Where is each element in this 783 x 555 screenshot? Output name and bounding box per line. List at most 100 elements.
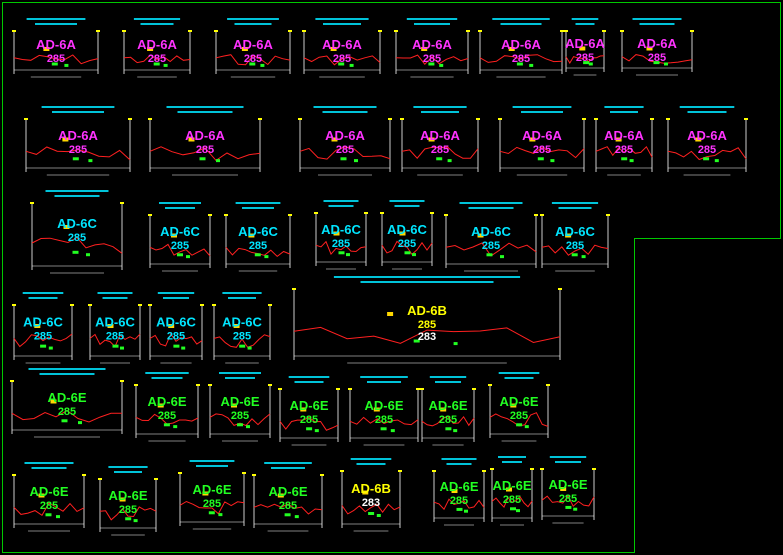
road-element [439, 63, 444, 67]
ground-profile-line [499, 146, 585, 159]
section-caption-line [228, 297, 256, 299]
section-caption-line [242, 207, 274, 209]
section-caption-line [35, 23, 77, 25]
section-value-label: 285 [576, 52, 594, 64]
road-element [390, 429, 395, 433]
road-element [153, 62, 160, 66]
section-caption-line [108, 466, 148, 468]
post-tag [242, 472, 246, 474]
road-element [510, 507, 516, 511]
post-tag [490, 468, 494, 470]
section-caption-line [429, 376, 467, 378]
road-element [380, 427, 387, 431]
elevation-marker [63, 225, 70, 229]
road-element [133, 519, 138, 523]
road-element [284, 513, 291, 517]
post-tag [558, 288, 562, 290]
section-caption-line [151, 377, 183, 379]
post-tag [394, 30, 398, 32]
section-value-label: 285 [171, 240, 189, 252]
section-code-label: AD-6B [351, 481, 391, 496]
ground-profile-line [149, 146, 261, 162]
section-caption-line [234, 23, 272, 25]
elevation-marker [277, 493, 284, 498]
post-tag [336, 388, 340, 390]
ground-profile-line [341, 503, 401, 515]
ground-profile-line [541, 244, 609, 256]
section-caption-line [114, 471, 142, 473]
section-value-label: 285 [249, 240, 267, 252]
post-tag [96, 30, 100, 32]
elevation-marker [477, 233, 484, 238]
elevation-marker [231, 403, 237, 408]
road-element [247, 346, 252, 350]
elevation-marker [615, 137, 622, 142]
section-caption-line [498, 456, 526, 458]
section-code-label: AD-6C [387, 222, 427, 237]
elevation-marker [510, 403, 517, 408]
sections-layer: AD-6A285AD-6A285AD-6A285AD-6A285AD-6A285… [10, 18, 748, 536]
road-element [588, 62, 593, 66]
road-element [246, 425, 250, 429]
elevation-marker [529, 137, 536, 142]
ground-profile-line [253, 503, 323, 515]
section-code-label: AD-6A [501, 37, 541, 52]
road-element [581, 255, 586, 259]
section-value-label: 285 [68, 232, 86, 244]
section-code-label: AD-6C [555, 224, 595, 239]
post-tag [70, 304, 74, 306]
section-caption-line [446, 463, 472, 465]
road-element [40, 344, 47, 348]
road-element [349, 63, 354, 67]
post-tag [534, 214, 538, 216]
post-tag [298, 118, 302, 120]
elevation-marker [300, 407, 307, 412]
road-element [376, 514, 381, 517]
ground-profile-line [213, 334, 271, 348]
road-element [447, 159, 452, 163]
road-element [573, 507, 578, 511]
section-value-label: 285 [69, 144, 87, 156]
post-tag [594, 118, 598, 120]
post-tag [138, 304, 142, 306]
post-tag [154, 478, 158, 480]
post-tag [466, 30, 470, 32]
section-caption-line [435, 381, 461, 383]
section-caption-line [133, 18, 181, 20]
section-caption-line [39, 373, 95, 375]
post-tag [378, 30, 382, 32]
post-tag [398, 470, 402, 472]
section-caption-line [189, 460, 235, 462]
section-code-label: AD-6E [220, 394, 259, 409]
section-caption-line [468, 207, 514, 209]
post-tag [12, 304, 16, 306]
ground-profile-line [99, 506, 157, 521]
post-tag [620, 30, 624, 32]
elevation-marker [428, 137, 435, 142]
road-element [199, 157, 206, 161]
road-element [445, 427, 452, 431]
elevation-marker [62, 137, 69, 142]
ground-profile-line [215, 54, 291, 66]
road-element [464, 509, 468, 513]
road-element [294, 515, 299, 519]
post-tag [602, 30, 606, 32]
post-tag [24, 118, 28, 120]
road-element [550, 159, 555, 163]
section-caption-line [54, 195, 100, 197]
post-tag [472, 388, 476, 390]
section-value-label: 285 [615, 144, 633, 156]
elevation-marker [331, 137, 338, 142]
post-tag [564, 30, 568, 32]
section-value-label: 285 [648, 52, 666, 64]
ground-profile-line [565, 55, 605, 64]
post-tag [292, 288, 296, 290]
